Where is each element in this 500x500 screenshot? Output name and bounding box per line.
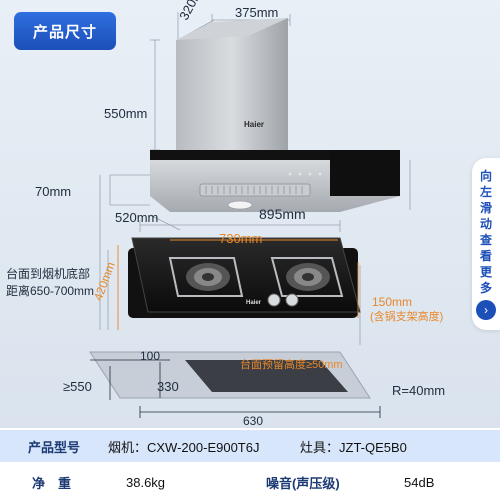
dim-support-note: (含锅支架高度) [370, 311, 444, 323]
dim-cutout-width: 630 [243, 414, 264, 428]
control-dots [288, 172, 322, 176]
dim-cutout-front: 100 [140, 349, 161, 363]
hob-model: 灶具：JZT-QE5B0 [300, 439, 407, 455]
hob-logo: Haier [246, 300, 262, 306]
install-distance-value: 距离650-700mm [6, 284, 95, 298]
dim-countertop-height: 台面预留高度≥50mm [240, 359, 343, 371]
cutout [185, 360, 348, 392]
hood-light [227, 200, 253, 210]
weight-label: 净 重 [32, 475, 72, 491]
noise-value: 54dB [404, 474, 435, 490]
swipe-hint-text: 向左滑动查看更多 [479, 169, 492, 295]
spec-table: 产品型号 烟机：CXW-200-E900T6J 灶具：JZT-QE5B0 净 重… [0, 428, 500, 500]
spec-row-model: 产品型号 烟机：CXW-200-E900T6J 灶具：JZT-QE5B0 [0, 430, 500, 462]
dim-radius: R=40mm [392, 383, 446, 398]
page-title-text: 产品尺寸 [32, 23, 97, 41]
model-label: 产品型号 [28, 439, 81, 455]
dim-hood-height: 550mm [104, 106, 148, 121]
hood-chimney [176, 18, 288, 150]
control-knobs [267, 293, 299, 307]
dim-hob-width: 730mm [219, 231, 263, 246]
hood-model: 烟机：CXW-200-E900T6J [108, 439, 260, 455]
left-burner [168, 257, 244, 297]
dim-canopy-depth: 520mm [115, 210, 159, 225]
dim-hood-width: 895mm [259, 206, 306, 222]
dim-min-depth: ≥550 [63, 379, 92, 394]
page-title: 产品尺寸 [14, 12, 116, 50]
dimension-drawing: Haier [89, 12, 411, 418]
filter-slats [205, 186, 303, 194]
weight-value: 38.6kg [126, 474, 166, 490]
cutout-dimension-lines [90, 359, 381, 418]
dim-width-top: 375mm [235, 5, 279, 20]
hood-logo: Haier [244, 120, 264, 129]
hood-glass-panel [330, 150, 400, 196]
right-burner [270, 257, 344, 297]
noise-label: 噪音(声压级) [266, 475, 340, 491]
dim-canopy-height: 70mm [35, 184, 72, 199]
dim-support-height: 150mm [372, 295, 413, 309]
hob-glass [131, 237, 361, 313]
install-distance-label: 台面到烟机底部 [6, 267, 91, 281]
chevron-right-icon[interactable]: › [476, 300, 496, 320]
spec-row-weight: 净 重 38.6kg 噪音(声压级) 54dB [0, 466, 500, 498]
dim-cutout-depth: 330 [157, 379, 179, 394]
hood-filter [199, 183, 311, 197]
swipe-hint-tab[interactable]: 向左滑动查看更多 › [472, 158, 500, 330]
